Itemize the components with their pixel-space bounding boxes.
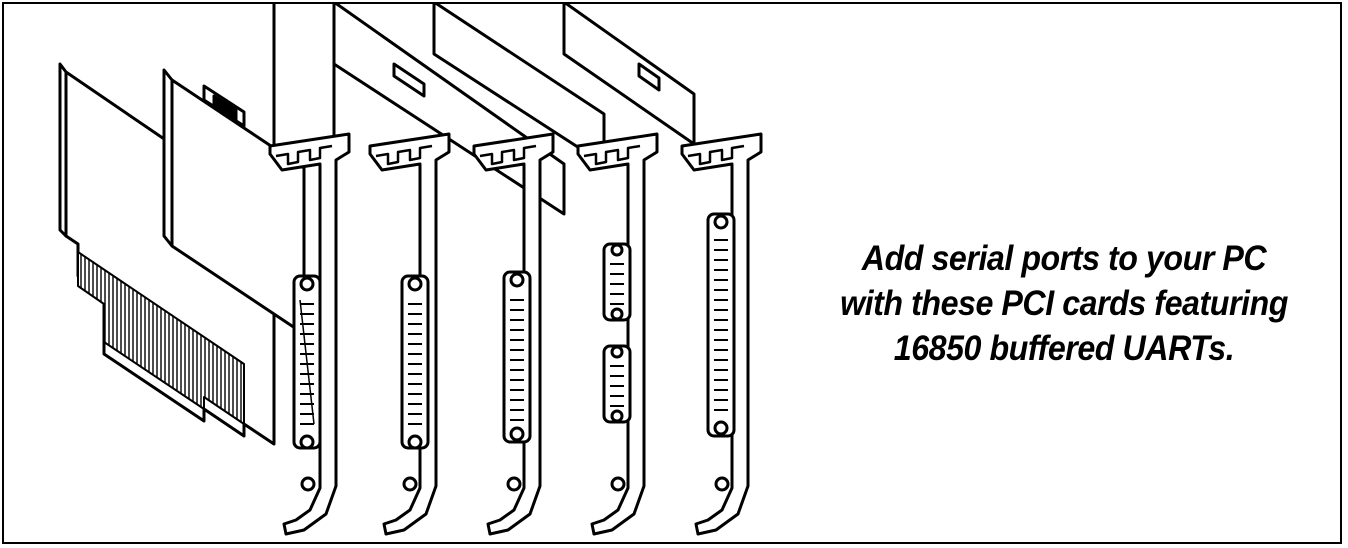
pci-serial-cards-illustration-icon [58,4,763,536]
card-board-1 [58,62,276,446]
caption-line-3: 16850 buffered UARTs. [893,329,1235,368]
bracket-1 [268,132,351,536]
bracket-2 [368,132,451,536]
bracket-5 [680,132,763,536]
caption-line-1: Add serial ports to your PC [861,239,1267,278]
mounting-brackets [268,132,763,536]
caption-text: Add serial ports to your PC with these P… [825,236,1303,371]
caption-line-2: with these PCI cards featuring [840,284,1288,323]
bracket-4 [576,132,659,536]
bracket-3 [472,132,555,536]
card-board-2 [162,68,306,336]
